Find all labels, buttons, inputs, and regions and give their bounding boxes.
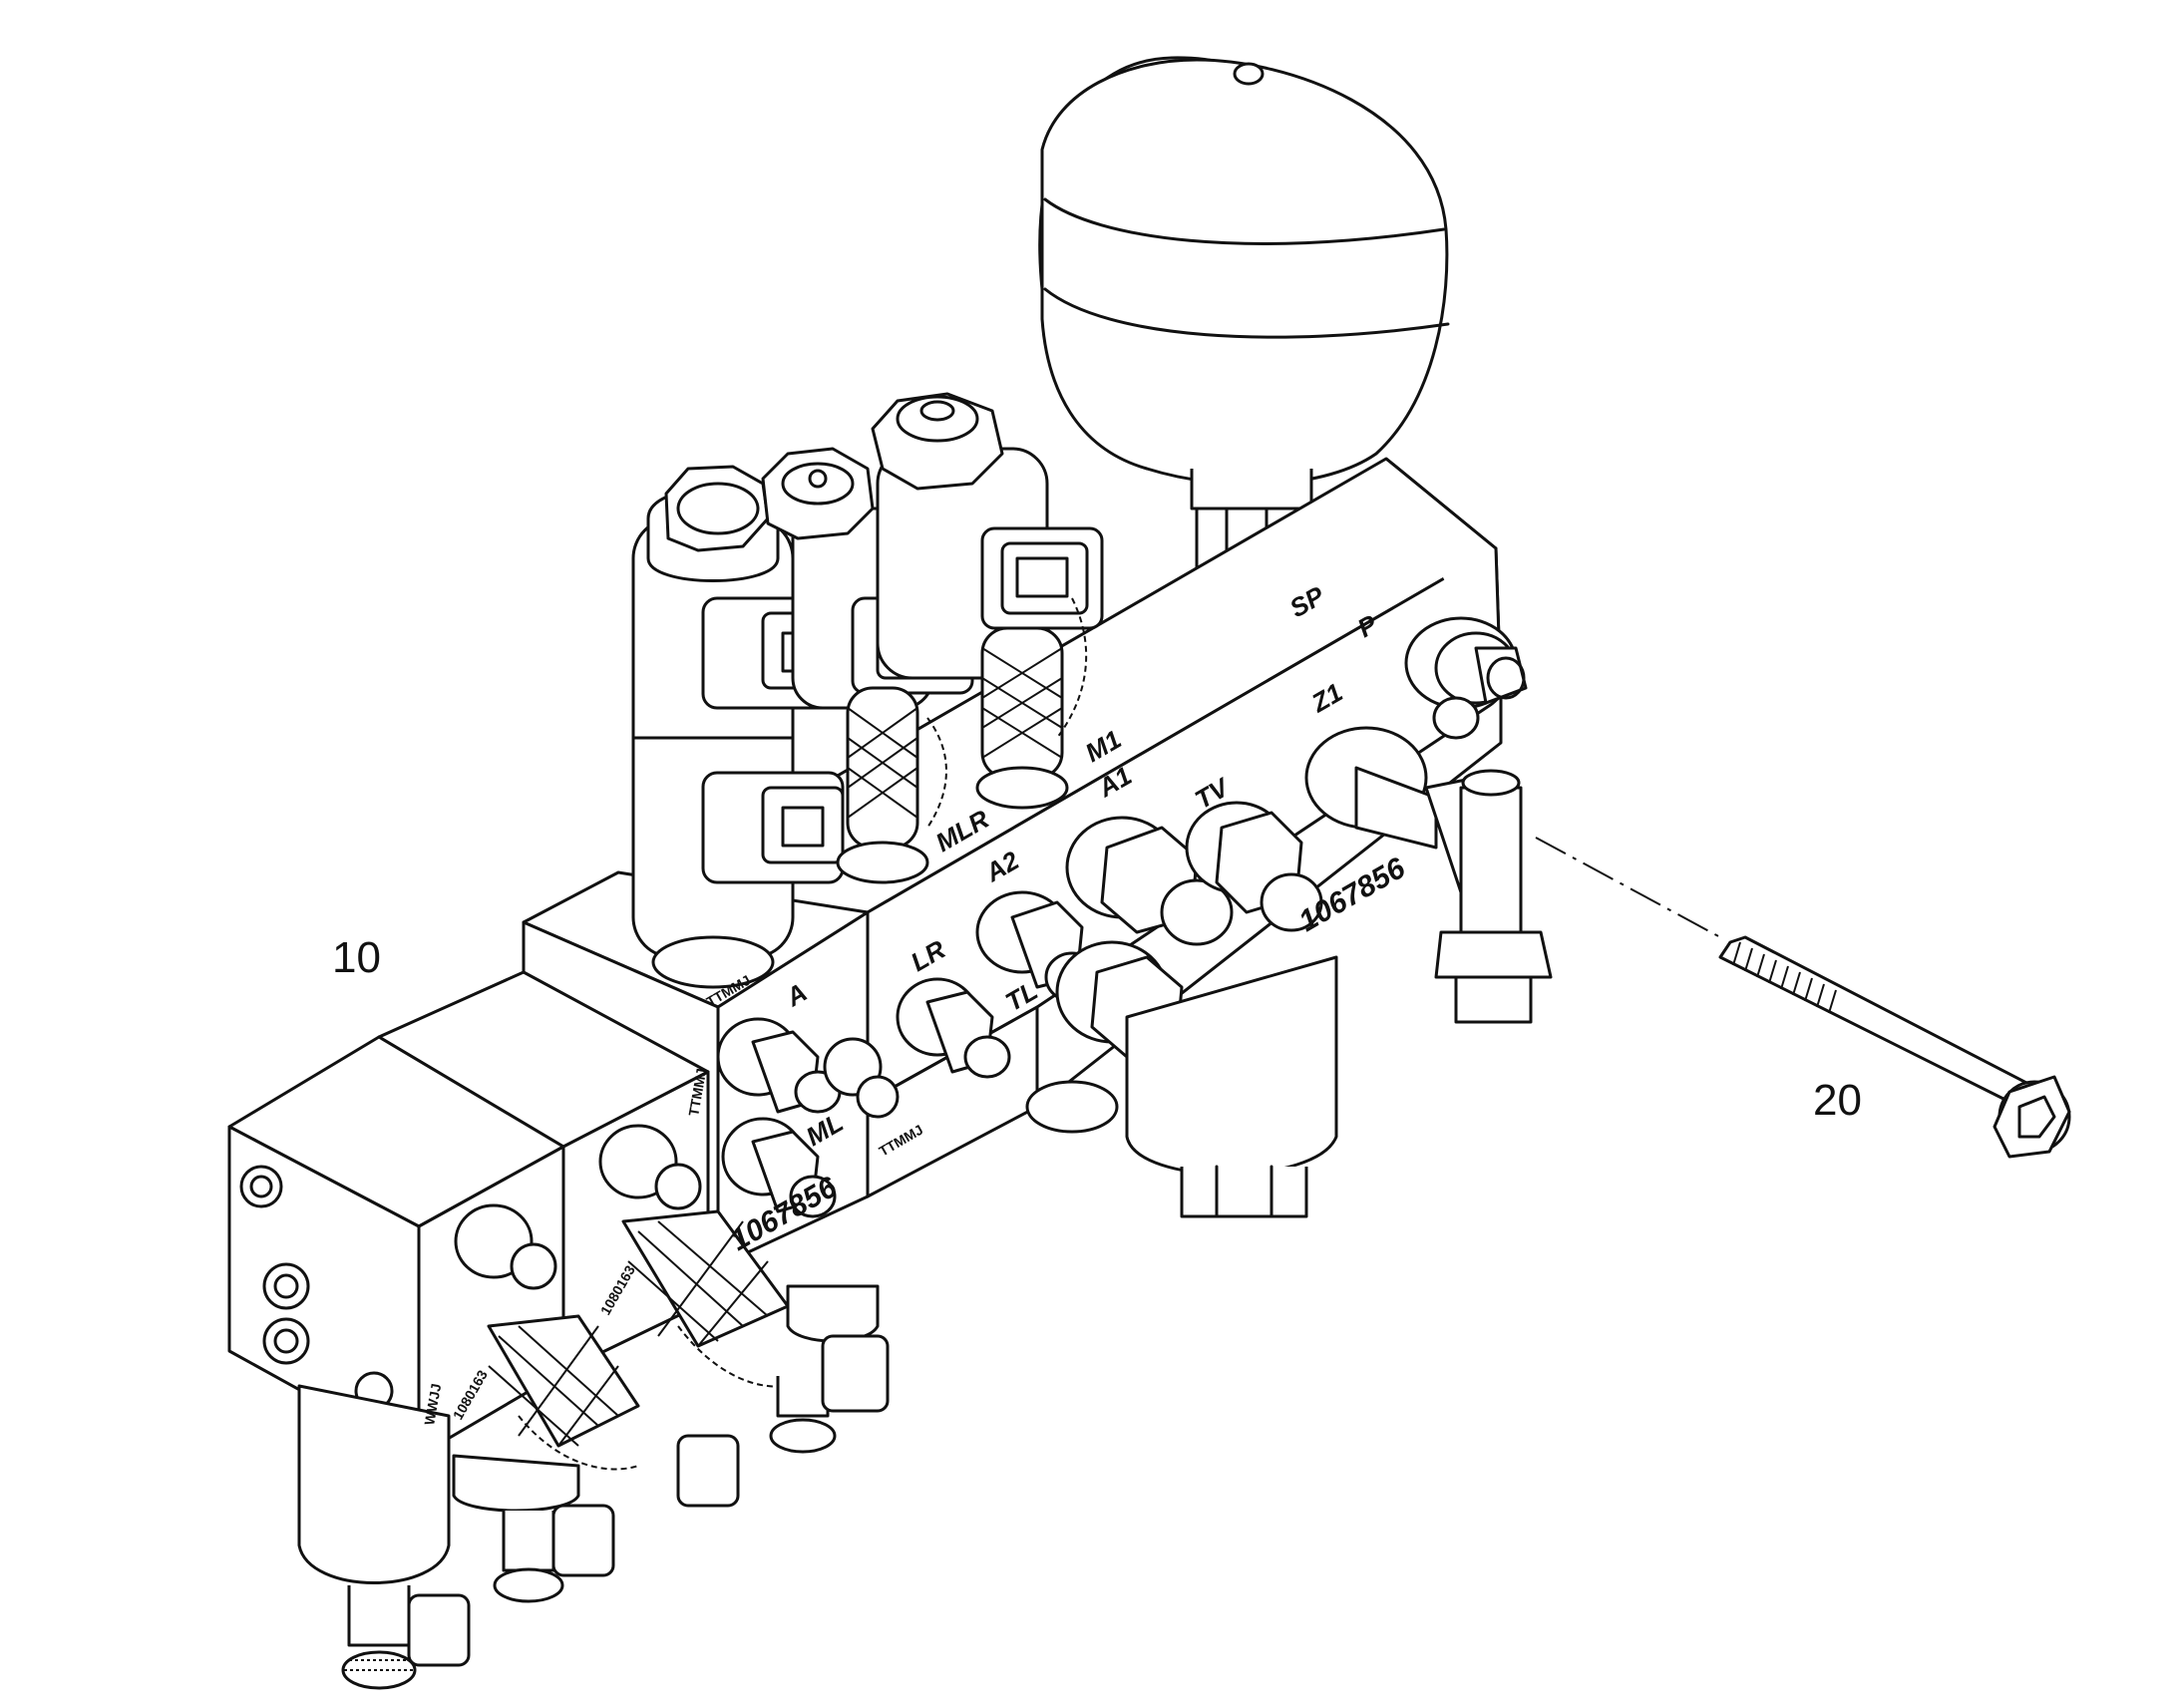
- socket-head-cap-screw: [1535, 837, 2071, 1159]
- fitting-lr: [896, 977, 1011, 1079]
- cartridge-plug-upper-left: [836, 686, 929, 884]
- fitting-a: [716, 1017, 900, 1119]
- lower-canister-right: [769, 1284, 890, 1454]
- cartridge-plug-lower-left: [487, 1314, 640, 1448]
- fitting-p: [1404, 616, 1528, 710]
- callout-screw-number: 20: [1813, 1076, 1862, 1125]
- fittings-left-blocks: [454, 1124, 702, 1290]
- lower-canister-left: [297, 1384, 471, 1690]
- callout-assembly-number: 10: [332, 933, 381, 982]
- fitting-tv: [1185, 801, 1323, 932]
- solenoid-coil-3: [871, 392, 1104, 680]
- cartridge-plug-upper-right: [975, 626, 1069, 810]
- fitting-a1: [1065, 816, 1234, 946]
- bead-chains: [518, 597, 1088, 1471]
- lower-canister-mid: [452, 1434, 740, 1603]
- stamp-mark-d: WWJJ: [421, 1382, 444, 1426]
- fitting-ml: [721, 1117, 837, 1218]
- filter-canister: [1025, 955, 1338, 1218]
- fitting-z1: [1304, 696, 1553, 1024]
